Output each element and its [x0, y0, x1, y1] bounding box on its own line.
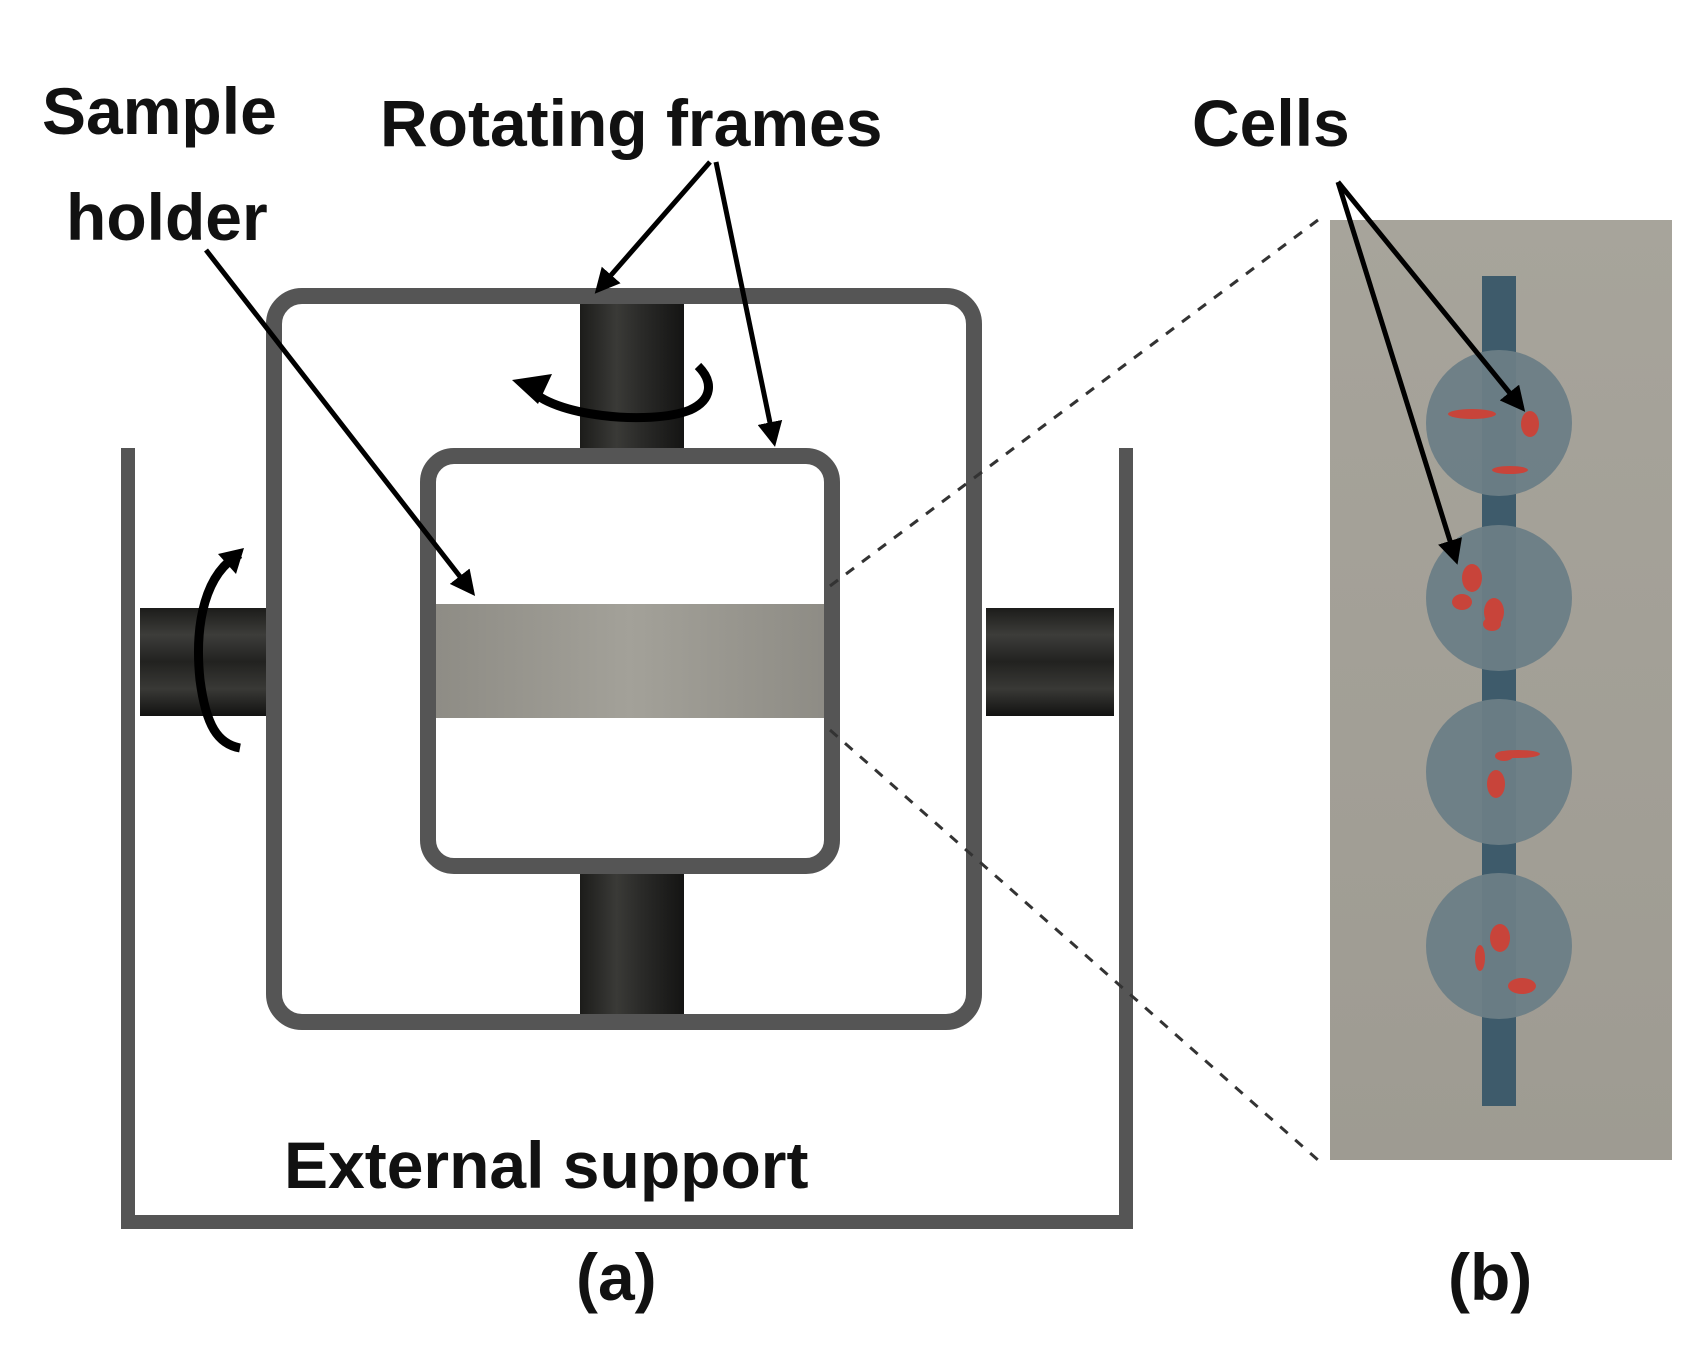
rotation-arrow-vertical-axis [526, 362, 713, 423]
panel-a-label: (a) [576, 1240, 657, 1314]
zoom-guide-lines [829, 218, 1319, 1162]
arrow-rotating-frames-inner [713, 161, 783, 447]
cell [1495, 751, 1513, 761]
arrow-rotating-frames-outer [594, 160, 712, 294]
external-support-frame [121, 448, 1133, 1229]
external-support-label: External support [284, 1128, 808, 1202]
cell [1475, 945, 1485, 971]
arrow-cells-1 [1336, 180, 1526, 412]
cell [1452, 594, 1472, 610]
sample-holder-label-line1: Sample [42, 74, 277, 148]
panel-b: Cells (b) [1192, 86, 1672, 1314]
horizontal-axle-right [986, 608, 1114, 716]
outer-rotating-frame [266, 288, 982, 1030]
cell [1492, 466, 1528, 474]
rotation-arrow-horizontal-axis [194, 550, 243, 753]
rotating-frames-label: Rotating frames [380, 86, 882, 160]
cell [1508, 978, 1536, 994]
cells-group [1448, 409, 1540, 994]
rotation-arrowhead-vertical [512, 374, 552, 404]
panel-a: Sample holder Rotating frames External s… [42, 74, 1133, 1314]
arrow-sample-holder [204, 248, 476, 596]
vertical-axle-bottom [580, 868, 684, 1020]
cell [1490, 924, 1510, 952]
arrow-cells-2 [1335, 181, 1462, 565]
panel-b-label: (b) [1448, 1240, 1532, 1314]
sample-holder-label-line2: holder [66, 180, 268, 254]
cell [1483, 617, 1501, 631]
cell [1487, 770, 1505, 798]
cell-chamber-2 [1426, 525, 1572, 671]
rotation-arrowhead-horizontal [218, 548, 244, 574]
cells-label: Cells [1192, 86, 1350, 160]
cell-chamber-1 [1426, 350, 1572, 496]
vertical-axle-top [580, 288, 684, 462]
cell [1462, 564, 1482, 592]
cell [1448, 409, 1496, 419]
sample-holder-band [436, 604, 824, 718]
cell [1521, 411, 1539, 437]
